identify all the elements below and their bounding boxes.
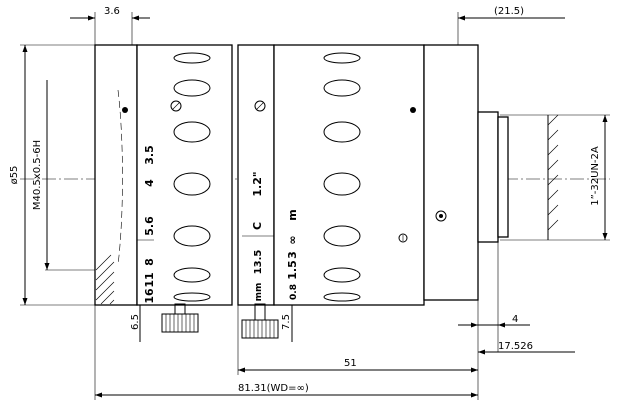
- lower-mark: 0.8: [289, 284, 299, 300]
- dim-screw-offset-left: 6.5: [130, 314, 141, 330]
- dim-screw-offset-right: 7.5: [281, 314, 292, 330]
- distance-unit: m: [286, 209, 299, 220]
- index-ring-icon: [435, 210, 447, 222]
- index-dot: [122, 107, 128, 113]
- thread-hatch: [547, 114, 559, 240]
- c-mount-thread: [497, 116, 509, 238]
- aperture-grip-holes: [173, 52, 211, 302]
- aperture-mark: 11: [143, 272, 156, 287]
- c-mount-step: [477, 111, 499, 243]
- screw-head-icon: [170, 100, 182, 112]
- distance-mark: ∞: [286, 235, 299, 244]
- format-label: 1.2": [251, 171, 264, 196]
- dim-c-mount-thread: 1”-32UN-2A: [590, 146, 601, 206]
- dim-mount-depth: (21.5): [494, 6, 524, 17]
- mount-collar: [423, 44, 479, 301]
- ir-mark-icon: [398, 233, 408, 243]
- focus-scale: 1.2" C m ∞ 3 1.5 13.5 mm 0.8: [251, 171, 299, 301]
- dim-back-offset: 4: [512, 314, 518, 325]
- aperture-mark: 8: [143, 258, 156, 266]
- dim-flange-back: 17.526: [498, 341, 533, 352]
- front-hatch: [95, 254, 115, 305]
- focus-lock-screw: [241, 303, 279, 339]
- aperture-mark: 5.6: [143, 216, 156, 236]
- index-letter: C: [251, 222, 264, 230]
- aperture-mark: 3.5: [143, 145, 156, 165]
- aperture-mark: 4: [143, 179, 156, 187]
- rear-grip-holes: [323, 52, 361, 302]
- distance-mark: 1.5: [286, 260, 299, 280]
- lower-unit: mm: [254, 283, 264, 302]
- lower-mark: 13.5: [253, 250, 264, 275]
- dim-flange-width: 3.6: [104, 6, 120, 17]
- dim-outer-diameter: ø55: [9, 166, 20, 185]
- dim-total-length: 81.31(WD=∞): [238, 383, 309, 394]
- focus-ring: [237, 44, 275, 306]
- aperture-mark: 16: [143, 288, 156, 304]
- screw-head-icon: [254, 100, 266, 112]
- index-dot: [410, 107, 416, 113]
- dim-filter-thread: M40.5x0.5-6H: [32, 140, 43, 210]
- distance-mark: 3: [286, 251, 299, 259]
- aperture-lock-screw: [161, 303, 199, 333]
- aperture-scale: 3.5 4 5.6 8 11 16 21: [143, 145, 156, 303]
- dim-barrel-length: 51: [344, 358, 357, 369]
